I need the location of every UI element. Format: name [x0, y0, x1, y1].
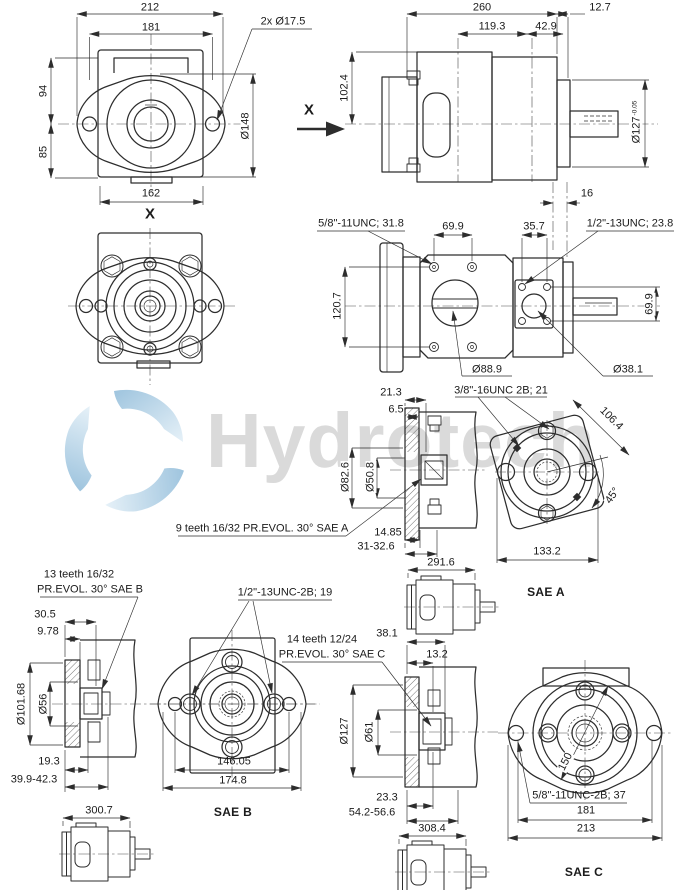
sae-a-linework	[178, 396, 630, 635]
x-view-linework	[68, 228, 235, 385]
front-view-linework	[48, 11, 345, 205]
view-direction-arrow	[297, 121, 345, 137]
sae-b-linework	[27, 596, 332, 882]
top-view-linework	[317, 230, 674, 377]
hydrotech-logo-icon	[64, 389, 184, 512]
sae-c-linework	[282, 639, 672, 890]
side-view-linework	[345, 11, 658, 258]
